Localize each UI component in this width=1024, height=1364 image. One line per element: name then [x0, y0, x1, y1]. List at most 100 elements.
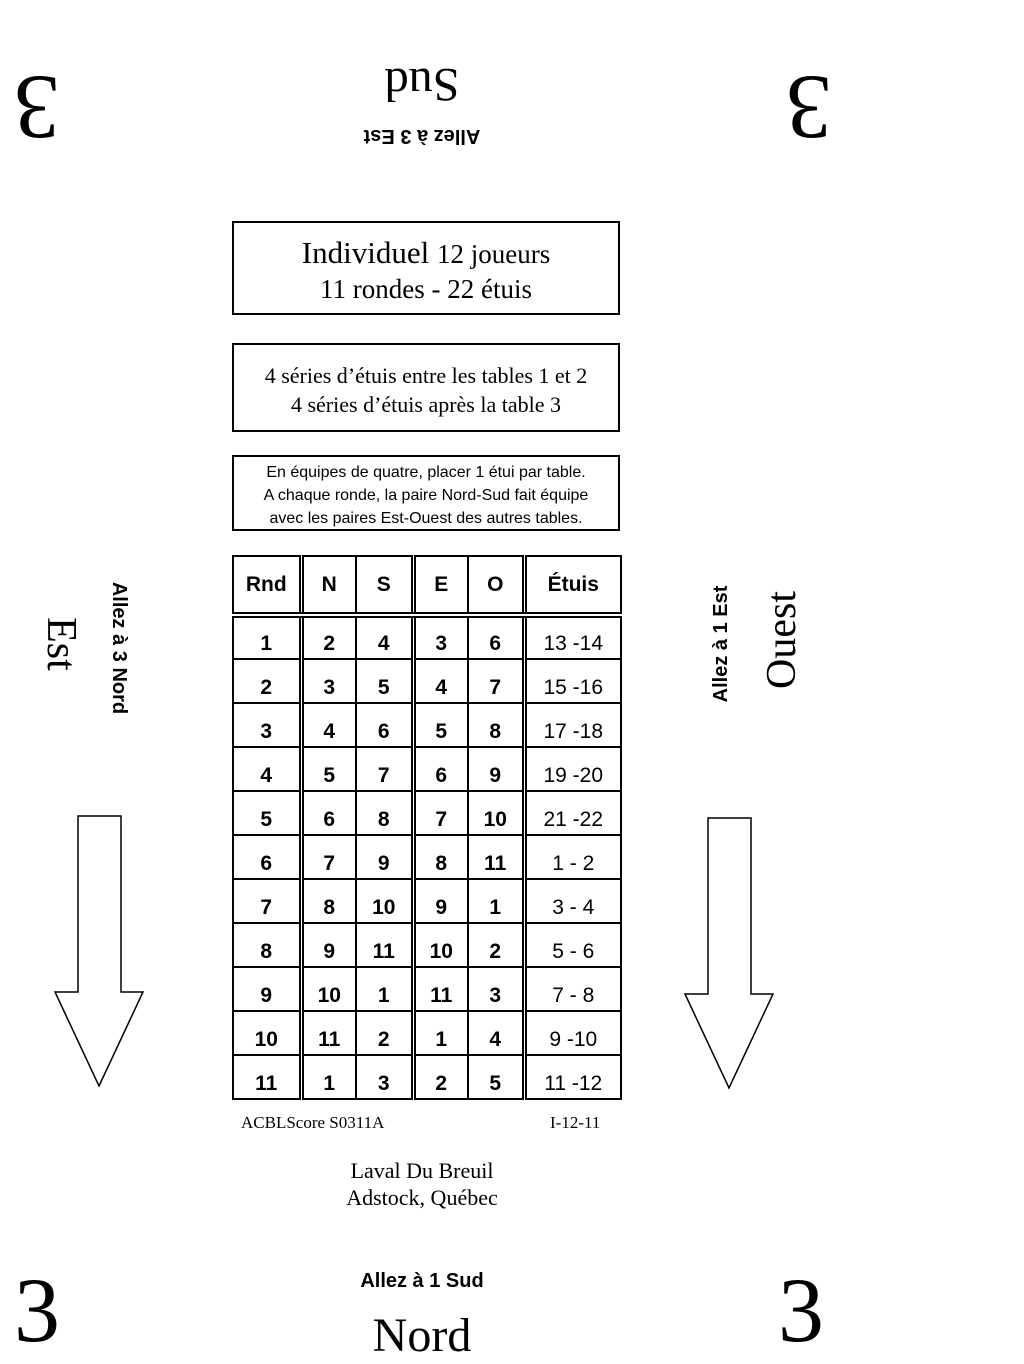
- table-cell: 11: [355, 922, 416, 968]
- table-cell: 1: [355, 966, 416, 1012]
- info-line-3: avec les paires Est-Ouest des autres tab…: [269, 510, 583, 527]
- table-cell: 6: [412, 746, 469, 792]
- direction-south-move: Allez à 3 Est: [363, 125, 481, 147]
- info-line-1: En équipes de quatre, placer 1 étui par …: [266, 464, 586, 481]
- table-cell: 1: [300, 1054, 357, 1100]
- movement-code: I-12-11: [550, 1113, 601, 1132]
- direction-west-move: Allez à 1 Est: [710, 585, 732, 703]
- table-cell: 11: [467, 834, 527, 880]
- table-cell: 11 -12: [523, 1054, 622, 1100]
- venue: Laval Du Breuil Adstock, Québec: [272, 1157, 572, 1211]
- title-subtitle: 11 rondes - 22 étuis: [320, 274, 532, 304]
- table-cell: 21 -22: [523, 790, 622, 836]
- table-cell: 1: [412, 1010, 469, 1056]
- table-cell: 4: [467, 1010, 527, 1056]
- table-cell: 1: [467, 878, 527, 924]
- title-box: Individuel 12 joueurs 11 rondes - 22 étu…: [232, 221, 620, 315]
- column-header: N: [300, 555, 357, 618]
- info-box: En équipes de quatre, placer 1 étui par …: [232, 455, 620, 531]
- table-cell: 10: [300, 966, 357, 1012]
- table-cell: 6: [300, 790, 357, 836]
- table-cell: 3: [300, 658, 357, 704]
- table-cell: 3: [355, 1054, 416, 1100]
- table-cell: 10: [412, 922, 469, 968]
- table-cell: 3: [412, 614, 469, 660]
- table-cell: 8: [232, 922, 304, 968]
- arrow-down-right-icon: [683, 817, 775, 1090]
- table-cell: 8: [412, 834, 469, 880]
- table-cell: 7: [467, 658, 527, 704]
- table-cell: 9: [300, 922, 357, 968]
- table-cell: 5 - 6: [523, 922, 622, 968]
- table-cell: 6: [467, 614, 527, 660]
- series-line-2: 4 séries d’étuis après la table 3: [290, 392, 561, 417]
- table-cell: 2: [232, 658, 304, 704]
- table-cell: 8: [355, 790, 416, 836]
- venue-line-2: Adstock, Québec: [346, 1185, 498, 1210]
- direction-north-label: Nord: [372, 1309, 472, 1362]
- table-cell: 11: [412, 966, 469, 1012]
- series-box: 4 séries d’étuis entre les tables 1 et 2…: [232, 343, 620, 432]
- corner-number-top-left: 3: [14, 57, 60, 159]
- table-cell: 8: [467, 702, 527, 748]
- direction-north-move: Allez à 1 Sud: [360, 1270, 484, 1292]
- table-cell: 3: [232, 702, 304, 748]
- table-cell: 2: [300, 614, 357, 660]
- series-line-1: 4 séries d’étuis entre les tables 1 et 2: [264, 363, 588, 388]
- column-header: Rnd: [232, 555, 304, 618]
- table-cell: 3 - 4: [523, 878, 622, 924]
- direction-east-move: Allez à 3 Nord: [108, 581, 130, 715]
- corner-number-top-right: 3: [786, 57, 832, 159]
- table-cell: 9: [412, 878, 469, 924]
- column-header: Étuis: [523, 555, 622, 618]
- column-header: S: [355, 555, 416, 618]
- table-cell: 17 -18: [523, 702, 622, 748]
- table-cell: 13 -14: [523, 614, 622, 660]
- table-cell: 2: [355, 1010, 416, 1056]
- table-cell: 6: [232, 834, 304, 880]
- table-cell: 4: [232, 746, 304, 792]
- table-cell: 1: [232, 614, 304, 660]
- direction-west-label: Ouest: [759, 591, 805, 689]
- software-version: ACBLScore S0311A: [241, 1113, 385, 1132]
- table-cell: 9: [355, 834, 416, 880]
- table-cell: 4: [355, 614, 416, 660]
- table-cell: 7 - 8: [523, 966, 622, 1012]
- table-cell: 8: [300, 878, 357, 924]
- table-cell: 10: [355, 878, 416, 924]
- table-cell: 19 -20: [523, 746, 622, 792]
- table-cell: 15 -16: [523, 658, 622, 704]
- title-players: 12 joueurs: [436, 239, 551, 269]
- table-cell: 3: [467, 966, 527, 1012]
- table-cell: 5: [355, 658, 416, 704]
- info-line-2: A chaque ronde, la paire Nord-Sud fait é…: [263, 487, 589, 504]
- venue-line-1: Laval Du Breuil: [350, 1158, 494, 1183]
- table-cell: 7: [232, 878, 304, 924]
- table-cell: 9: [232, 966, 304, 1012]
- corner-number-bottom-left: 3: [14, 1259, 60, 1361]
- table-cell: 9 -10: [523, 1010, 622, 1056]
- direction-east-label: Est: [38, 617, 84, 671]
- table-cell: 5: [467, 1054, 527, 1100]
- table-cell: 7: [412, 790, 469, 836]
- direction-south-label: Sud: [384, 58, 460, 111]
- table-cell: 9: [467, 746, 527, 792]
- table-cell: 5: [300, 746, 357, 792]
- corner-number-bottom-right: 3: [778, 1259, 824, 1361]
- table-cell: 6: [355, 702, 416, 748]
- table-cell: 2: [467, 922, 527, 968]
- table-cell: 1 - 2: [523, 834, 622, 880]
- arrow-down-left-icon: [53, 815, 145, 1088]
- table-header-row: Rnd N S E O Étuis: [232, 555, 622, 618]
